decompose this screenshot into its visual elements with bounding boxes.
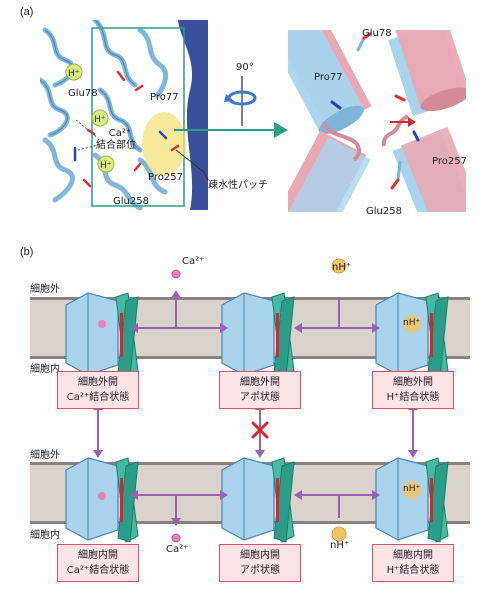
rotation-angle-label: 90° — [236, 62, 254, 73]
panel-b-label: (b) — [20, 246, 34, 258]
rotation-icon — [224, 76, 257, 126]
glu258-label-right: Glu258 — [366, 206, 402, 217]
glu258-label-left: Glu258 — [113, 196, 149, 207]
inside-label-top: 細胞内 — [30, 364, 60, 375]
panel-a-label: (a) — [20, 6, 34, 18]
teal-arrow-head — [274, 122, 288, 138]
ca-released-label: Ca²⁺ — [182, 256, 205, 267]
svg-text:H⁺: H⁺ — [100, 161, 112, 171]
left-structure-image: H⁺ H⁺ H⁺ — [40, 20, 208, 210]
nh-bound-label-top: nH⁺ — [403, 318, 421, 328]
pro257-label-right: Pro257 — [432, 156, 467, 167]
inside-label-bottom: 細胞内 — [30, 530, 60, 541]
pro77-label-right: Pro77 — [314, 72, 343, 83]
glu78-label-left: Glu78 — [68, 88, 98, 99]
svg-text:H⁺: H⁺ — [68, 69, 80, 79]
state-in-open-apo: 細胞内開アポ状態 — [219, 544, 301, 582]
nh-bound-label-bottom: nH⁺ — [403, 484, 421, 494]
nh-label-bottom: nH⁺ — [330, 540, 350, 551]
ca-released-label-bottom: Ca²⁺ — [166, 544, 189, 555]
pro257-label-left: Pro257 — [148, 172, 183, 183]
nh-uptake-label: nH⁺ — [332, 262, 352, 273]
glu78-label-right: Glu78 — [362, 28, 392, 39]
outside-label-bottom: 細胞外 — [30, 450, 60, 461]
pro77-label-left: Pro77 — [150, 92, 179, 103]
connector-graphics — [174, 122, 288, 181]
state-out-open-apo: 細胞外開アポ状態 — [219, 371, 301, 409]
blocked-transition-x — [251, 421, 269, 439]
hydrophobic-patch-label: 疎水性パッチ — [208, 180, 268, 191]
right-structure-image — [288, 30, 466, 212]
ca-binding-site-label: Ca²⁺ 結合部位 — [96, 128, 136, 151]
outside-label-top: 細胞外 — [30, 284, 60, 295]
ca-ion-bound-top — [98, 320, 106, 328]
svg-text:H⁺: H⁺ — [94, 115, 106, 125]
